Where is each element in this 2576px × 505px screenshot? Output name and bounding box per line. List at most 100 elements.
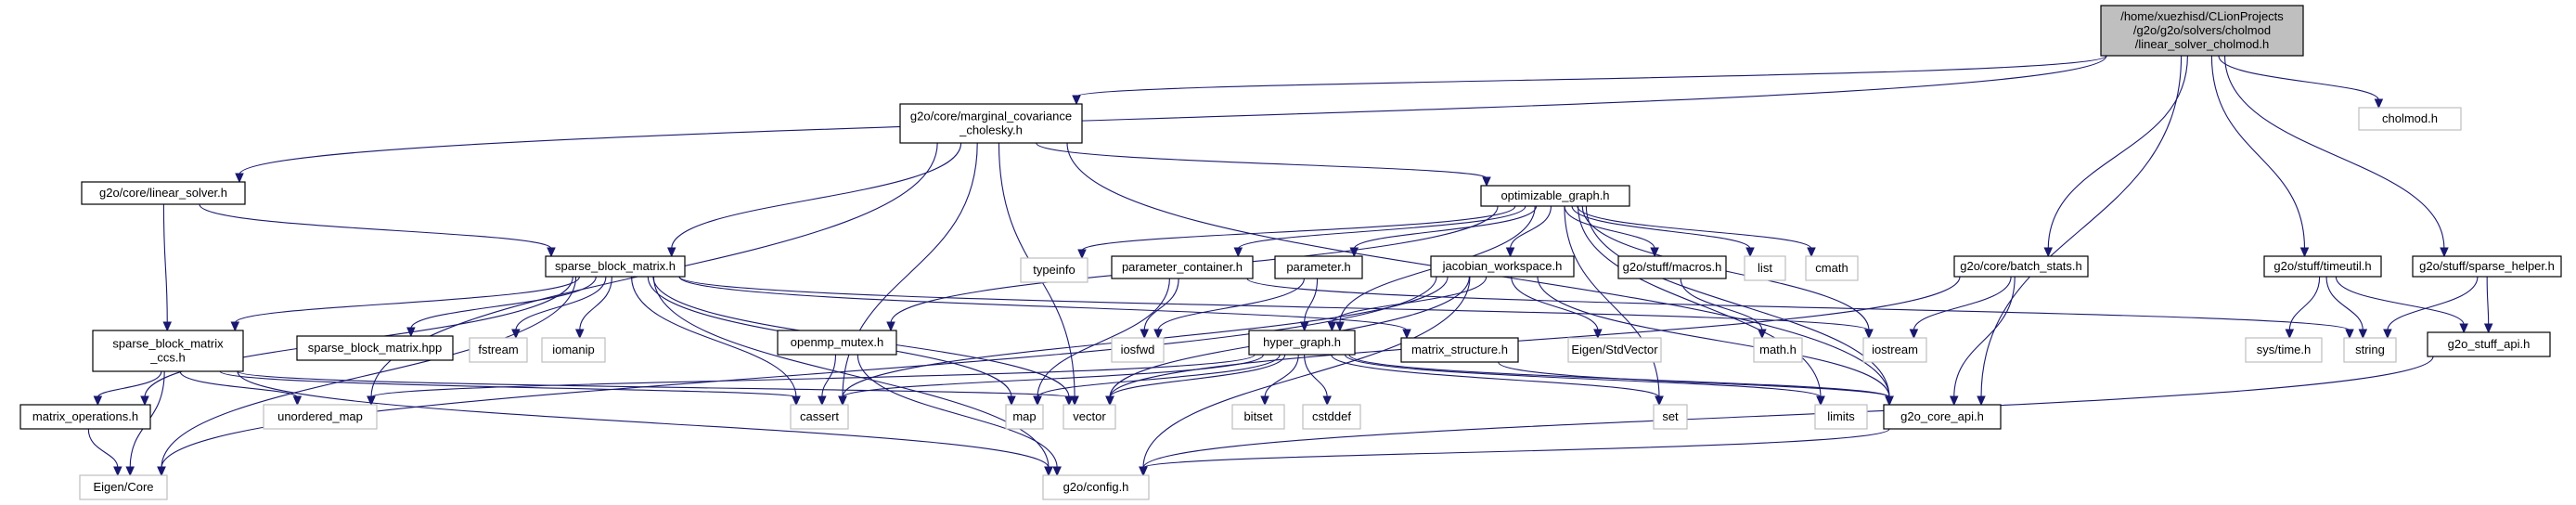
edge-hyper-to-limits [1344, 354, 1822, 398]
node-timeutil[interactable]: g2o/stuff/timeutil.h [2263, 255, 2382, 278]
node-label-param_container-0: parameter_container.h [1122, 260, 1243, 274]
node-cmath: cmath [1805, 255, 1859, 281]
arrowhead-openmp-to-config [1052, 466, 1062, 477]
node-box-hyper[interactable] [1248, 330, 1356, 356]
node-matrix_struct[interactable]: matrix_structure.h [1400, 337, 1519, 363]
node-matrix_ops[interactable]: matrix_operations.h [19, 404, 151, 430]
node-box-timeutil[interactable] [2263, 255, 2382, 278]
node-box-matrix_ops[interactable] [19, 404, 151, 430]
node-macros[interactable]: g2o/stuff/macros.h [1617, 255, 1727, 279]
edge-jacobian-to-eigen_stdvec [1511, 276, 1599, 331]
edge-linear_solver-to-sbm [199, 203, 552, 250]
node-box-sbm_hpp[interactable] [296, 335, 454, 361]
arrowhead-jacobian-to-eigen_stdvec [1593, 329, 1603, 340]
arrowhead-core_api-to-config [1139, 466, 1148, 477]
node-core_api[interactable]: g2o_core_api.h [1883, 404, 2002, 430]
node-box-batch_stats[interactable] [1953, 255, 2089, 278]
node-label-cstddef-0: cstddef [1312, 409, 1351, 423]
edge-hyper-to-map [1037, 354, 1281, 398]
arrowhead-optimizable-to-param_container [1233, 247, 1243, 258]
arrowhead-batch_stats-to-core_api [1949, 395, 1959, 407]
arrowhead-hyper-to-unordered_map [367, 395, 376, 407]
node-box-fstream [469, 337, 528, 363]
node-marginal[interactable]: g2o/core/marginal_covariance_cholesky.h [899, 103, 1083, 144]
node-sys_time: sys/time.h [2245, 337, 2323, 363]
node-box-macros[interactable] [1617, 255, 1727, 279]
node-label-mathh-0: math.h [1759, 343, 1797, 356]
edge-timeutil-to-stuff_api [2335, 276, 2465, 326]
edge-optimizable-to-param_container [1237, 205, 1526, 250]
edge-jacobian-to-core_api [1537, 276, 1890, 398]
arrowhead-marginal-to-optimizable [1482, 176, 1491, 188]
node-param_container[interactable]: parameter_container.h [1111, 255, 1254, 279]
node-label-bitset-0: bitset [1243, 409, 1272, 423]
node-sparse_helper[interactable]: g2o/stuff/sparse_helper.h [2412, 255, 2562, 278]
node-label-sbm_ccs-1: _ccs.h [149, 351, 186, 365]
node-box-matrix_struct[interactable] [1400, 337, 1519, 363]
node-parameter[interactable]: parameter.h [1274, 255, 1363, 279]
arrowhead-sparse_helper-to-string [2383, 329, 2392, 340]
node-box-jacobian[interactable] [1430, 255, 1575, 278]
arrowhead-param_container-to-string [2345, 329, 2354, 340]
edge-sbm_ccs-to-config [237, 370, 1050, 469]
arrowhead-matrix_ops-to-eigen_core [113, 466, 122, 477]
node-box-optimizable[interactable] [1480, 185, 1630, 207]
edge-parameter-to-iosfwd [1157, 278, 1305, 331]
node-jacobian[interactable]: jacobian_workspace.h [1430, 255, 1575, 278]
arrowhead-hyper-to-limits [1816, 395, 1825, 407]
arrowhead-root-to-timeutil [2299, 247, 2310, 258]
edge-sbm-to-matrix_struct [678, 276, 1408, 331]
node-label-marginal-1: _cholesky.h [959, 123, 1023, 137]
node-box-linear_solver[interactable] [81, 181, 246, 205]
node-box-eigen_stdvec [1567, 337, 1662, 363]
node-box-stuff_api[interactable] [2427, 331, 2551, 357]
node-box-set [1653, 404, 1688, 430]
arrowhead-root-to-sparse_helper [2440, 247, 2449, 258]
edges-layer [87, 55, 2493, 477]
node-box-param_container[interactable] [1111, 255, 1254, 279]
node-stuff_api[interactable]: g2o_stuff_api.h [2427, 331, 2551, 357]
edge-timeutil-to-sys_time [2288, 276, 2321, 331]
node-optimizable[interactable]: optimizable_graph.h [1480, 185, 1630, 207]
node-box-sparse_helper[interactable] [2412, 255, 2562, 278]
node-box-marginal[interactable] [899, 103, 1083, 144]
node-box-map [1005, 404, 1044, 430]
arrowhead-timeutil-to-string [2358, 329, 2368, 340]
node-label-hyper-0: hyper_graph.h [1263, 335, 1341, 349]
node-label-sbm_ccs-0: sparse_block_matrix [112, 337, 224, 351]
arrowhead-hyper-to-cassert [838, 395, 847, 407]
node-box-sbm_ccs[interactable] [92, 330, 244, 372]
node-sbm_ccs[interactable]: sparse_block_matrix_ccs.h [92, 330, 244, 372]
edge-parameter-to-hyper [1304, 278, 1319, 324]
node-batch_stats[interactable]: g2o/core/batch_stats.h [1953, 255, 2089, 278]
node-box-root[interactable] [2100, 5, 2304, 57]
arrowhead-sbm-to-matrix_struct [1402, 329, 1411, 340]
node-label-limits-0: limits [1827, 409, 1855, 423]
edge-param_container-to-iosfwd [1143, 278, 1179, 331]
node-root[interactable]: /home/xuezhisd/CLionProjects/g2o/g2o/sol… [2100, 5, 2304, 57]
arrowhead-sbm_ccs-to-vector [1064, 395, 1074, 407]
arrowhead-jacobian-to-eigen_core [157, 466, 166, 477]
node-eigen_core: Eigen/Core [79, 474, 168, 500]
node-label-root-2: /linear_solver_cholmod.h [2135, 37, 2270, 51]
node-sbm_hpp[interactable]: sparse_block_matrix.hpp [296, 335, 454, 361]
node-box-core_api[interactable] [1883, 404, 2002, 430]
node-box-parameter[interactable] [1274, 255, 1363, 279]
arrowhead-sbm-to-map [1007, 395, 1016, 407]
node-box-sys_time [2245, 337, 2323, 363]
edge-sparse_helper-to-stuff_api [2486, 276, 2490, 326]
node-box-cholmod [2358, 107, 2462, 131]
node-box-openmp[interactable] [777, 330, 897, 356]
node-bitset: bitset [1231, 404, 1285, 430]
node-label-unordered_map-0: unordered_map [277, 409, 363, 423]
arrowhead-sbm-to-matrix_ops [140, 395, 149, 407]
node-label-cassert-0: cassert [800, 409, 839, 423]
edge-root-to-sparse_helper [2224, 55, 2445, 250]
node-openmp[interactable]: openmp_mutex.h [777, 330, 897, 356]
node-linear_solver[interactable]: g2o/core/linear_solver.h [81, 181, 246, 205]
node-hyper[interactable]: hyper_graph.h [1248, 330, 1356, 356]
node-box-sbm[interactable] [545, 255, 686, 278]
node-label-eigen_stdvec-0: Eigen/StdVector [1571, 343, 1658, 356]
edge-batch_stats-to-iostream [1913, 276, 2012, 331]
node-sbm[interactable]: sparse_block_matrix.h [545, 255, 686, 278]
